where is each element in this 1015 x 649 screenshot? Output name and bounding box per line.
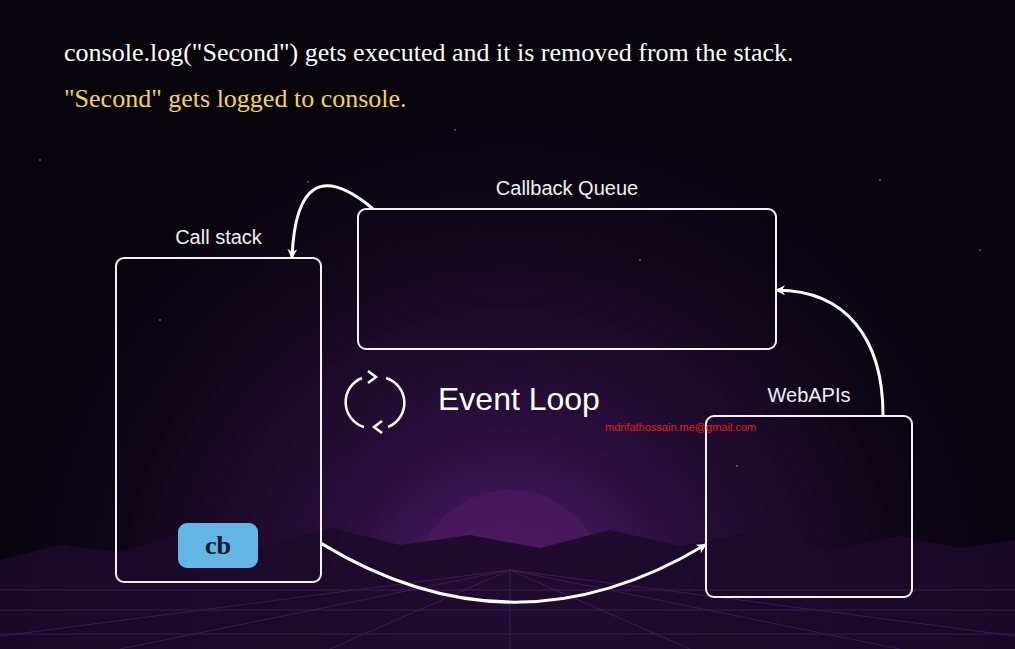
event-loop-icon [346, 371, 405, 433]
mountains [0, 528, 1015, 649]
region-box: Call stackcb [115, 257, 322, 583]
event-loop-label: Event Loop [438, 381, 600, 418]
region-box: Callback Queue [357, 208, 777, 350]
region-box: WebAPIs [705, 415, 913, 598]
slide-caption: "Second" gets logged to console. [64, 84, 407, 114]
flow-arrow [292, 186, 372, 257]
flow-arrow [322, 544, 705, 602]
slide-title: console.log("Second") gets executed and … [64, 38, 794, 68]
frame-label: cb [205, 531, 231, 561]
box-heading: WebAPIs [667, 384, 951, 407]
box-heading: Callback Queue [319, 177, 815, 200]
watermark: mdrifathossain.me@gmail.com [605, 421, 756, 433]
box-heading: Call stack [77, 226, 360, 249]
stack-frame: cb [178, 523, 258, 568]
